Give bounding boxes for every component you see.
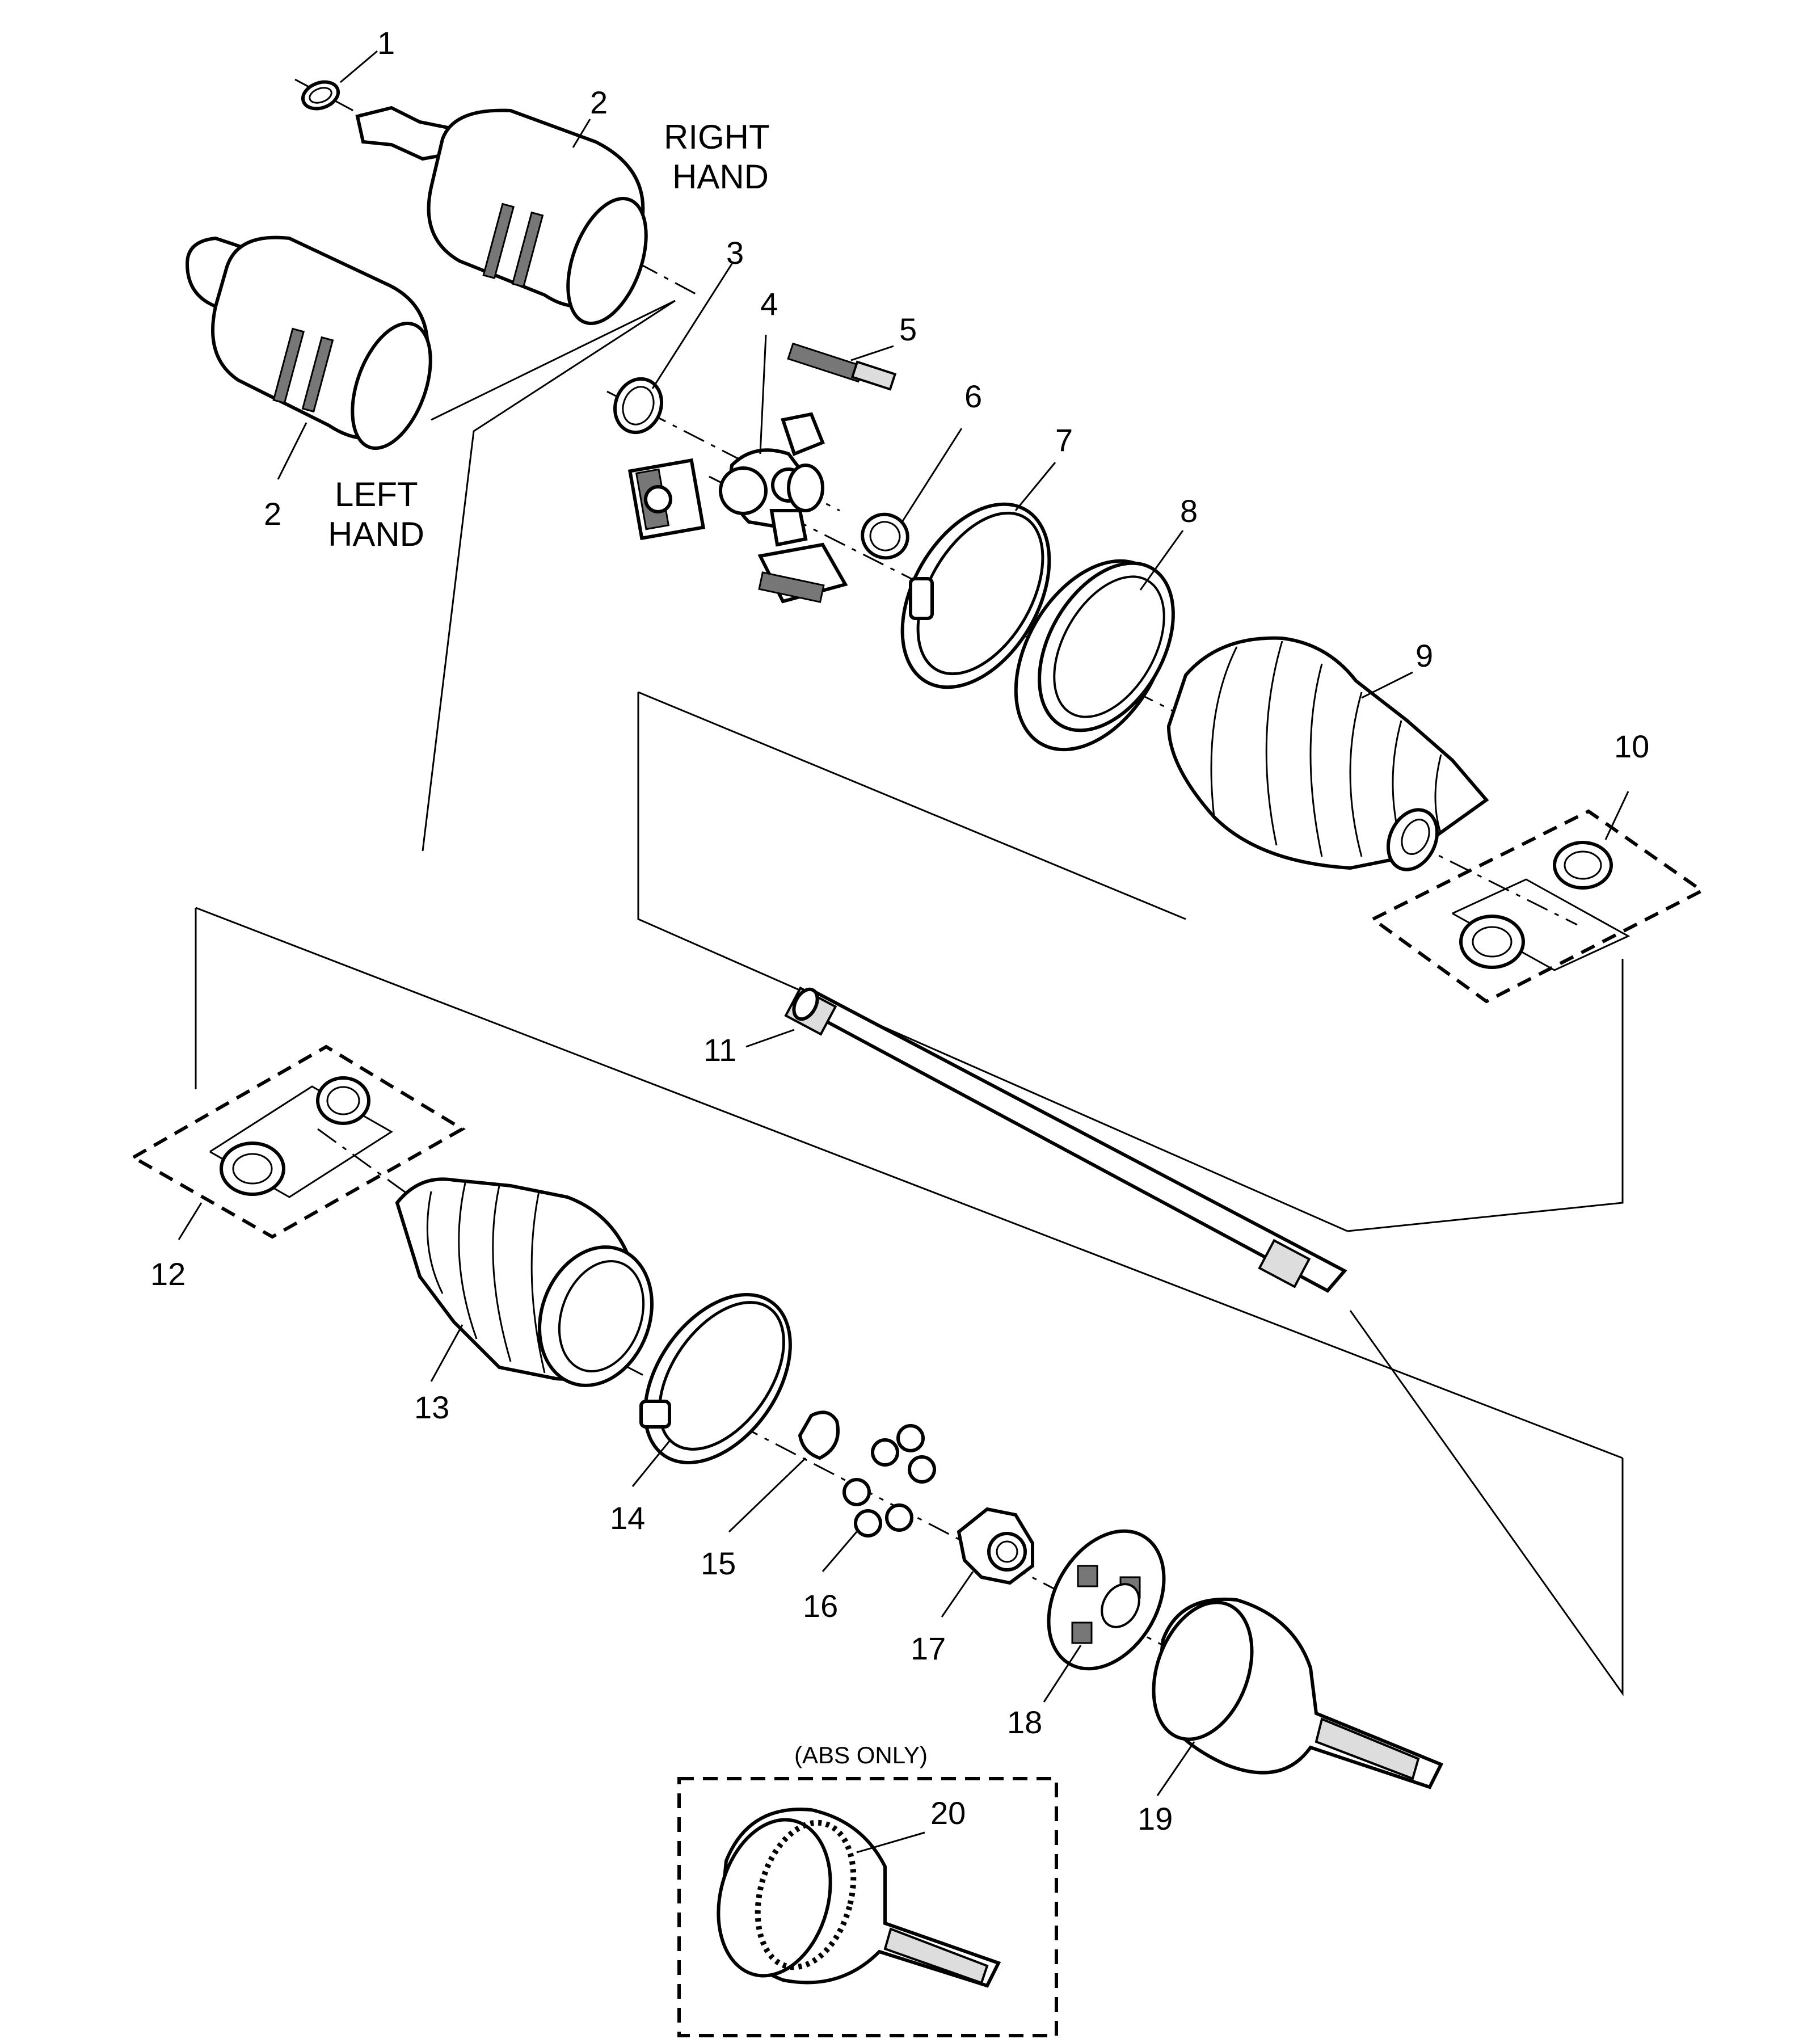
callout-3: 3 [726,235,744,271]
part-5-needle-bearing [787,342,897,391]
part-4-tripod-spider [627,412,825,547]
part-15-circlip [798,1410,840,1460]
part-2-housing-right-hand [355,106,648,325]
callout-10: 10 [1614,728,1649,764]
part-11-drive-shaft [784,986,1347,1293]
part-6-retaining-ring [861,512,909,560]
callout-5: 5 [899,311,917,347]
part-17-inner-race [957,1507,1034,1585]
callout-4: 4 [760,286,778,322]
part-1-snap-ring [301,80,340,111]
part-13-outer-boot [395,1177,654,1387]
part-3-circlip [613,377,664,435]
callout-12: 12 [150,1256,186,1292]
part-2-housing-left-hand [185,235,432,450]
part-10-clamp-set [1370,809,1705,1004]
callout-7: 7 [1055,422,1073,458]
left-hand-label-line-2: HAND [328,515,424,553]
callout-13: 13 [414,1389,449,1425]
callout-numbers: 1 2 2 3 4 5 6 7 8 9 10 11 12 13 14 15 16… [150,25,1649,1836]
callout-11: 11 [703,1032,736,1068]
part-8-clamp-ring [1014,559,1175,752]
callout-6: 6 [964,378,982,414]
left-hand-label-line-1: LEFT [335,475,418,513]
right-hand-label-line-1: RIGHT [664,118,770,156]
callout-16: 16 [803,1588,838,1624]
right-hand-label-line-2: HAND [672,158,769,196]
part-20-abs-cv-joint [677,1777,1058,2037]
callout-17: 17 [911,1631,946,1666]
callout-15: 15 [701,1545,736,1581]
abs-only-label: (ABS ONLY) [794,1742,928,1768]
callout-19: 19 [1138,1801,1173,1836]
part-16-balls [842,1424,936,1537]
callout-14: 14 [610,1500,645,1536]
leader-lines [178,50,1629,1854]
part-12-clamp-set [129,1044,466,1239]
part-19-outer-cv-joint [1152,1597,1444,1789]
part-9-inner-boot [1166,636,1489,871]
callout-18: 18 [1007,1704,1042,1740]
callout-2-right: 2 [590,85,608,120]
part-7-boot-clamp [900,502,1051,689]
callout-2-left: 2 [264,496,281,532]
needle-bearing-block-lower [757,542,848,604]
callout-9: 9 [1415,638,1433,673]
assembly-labels: RIGHT HAND LEFT HAND (ABS ONLY) [328,118,928,1768]
callout-8: 8 [1180,493,1198,529]
callout-1: 1 [377,25,395,61]
callout-20: 20 [930,1795,966,1831]
part-14-boot-clamp [639,1293,792,1464]
